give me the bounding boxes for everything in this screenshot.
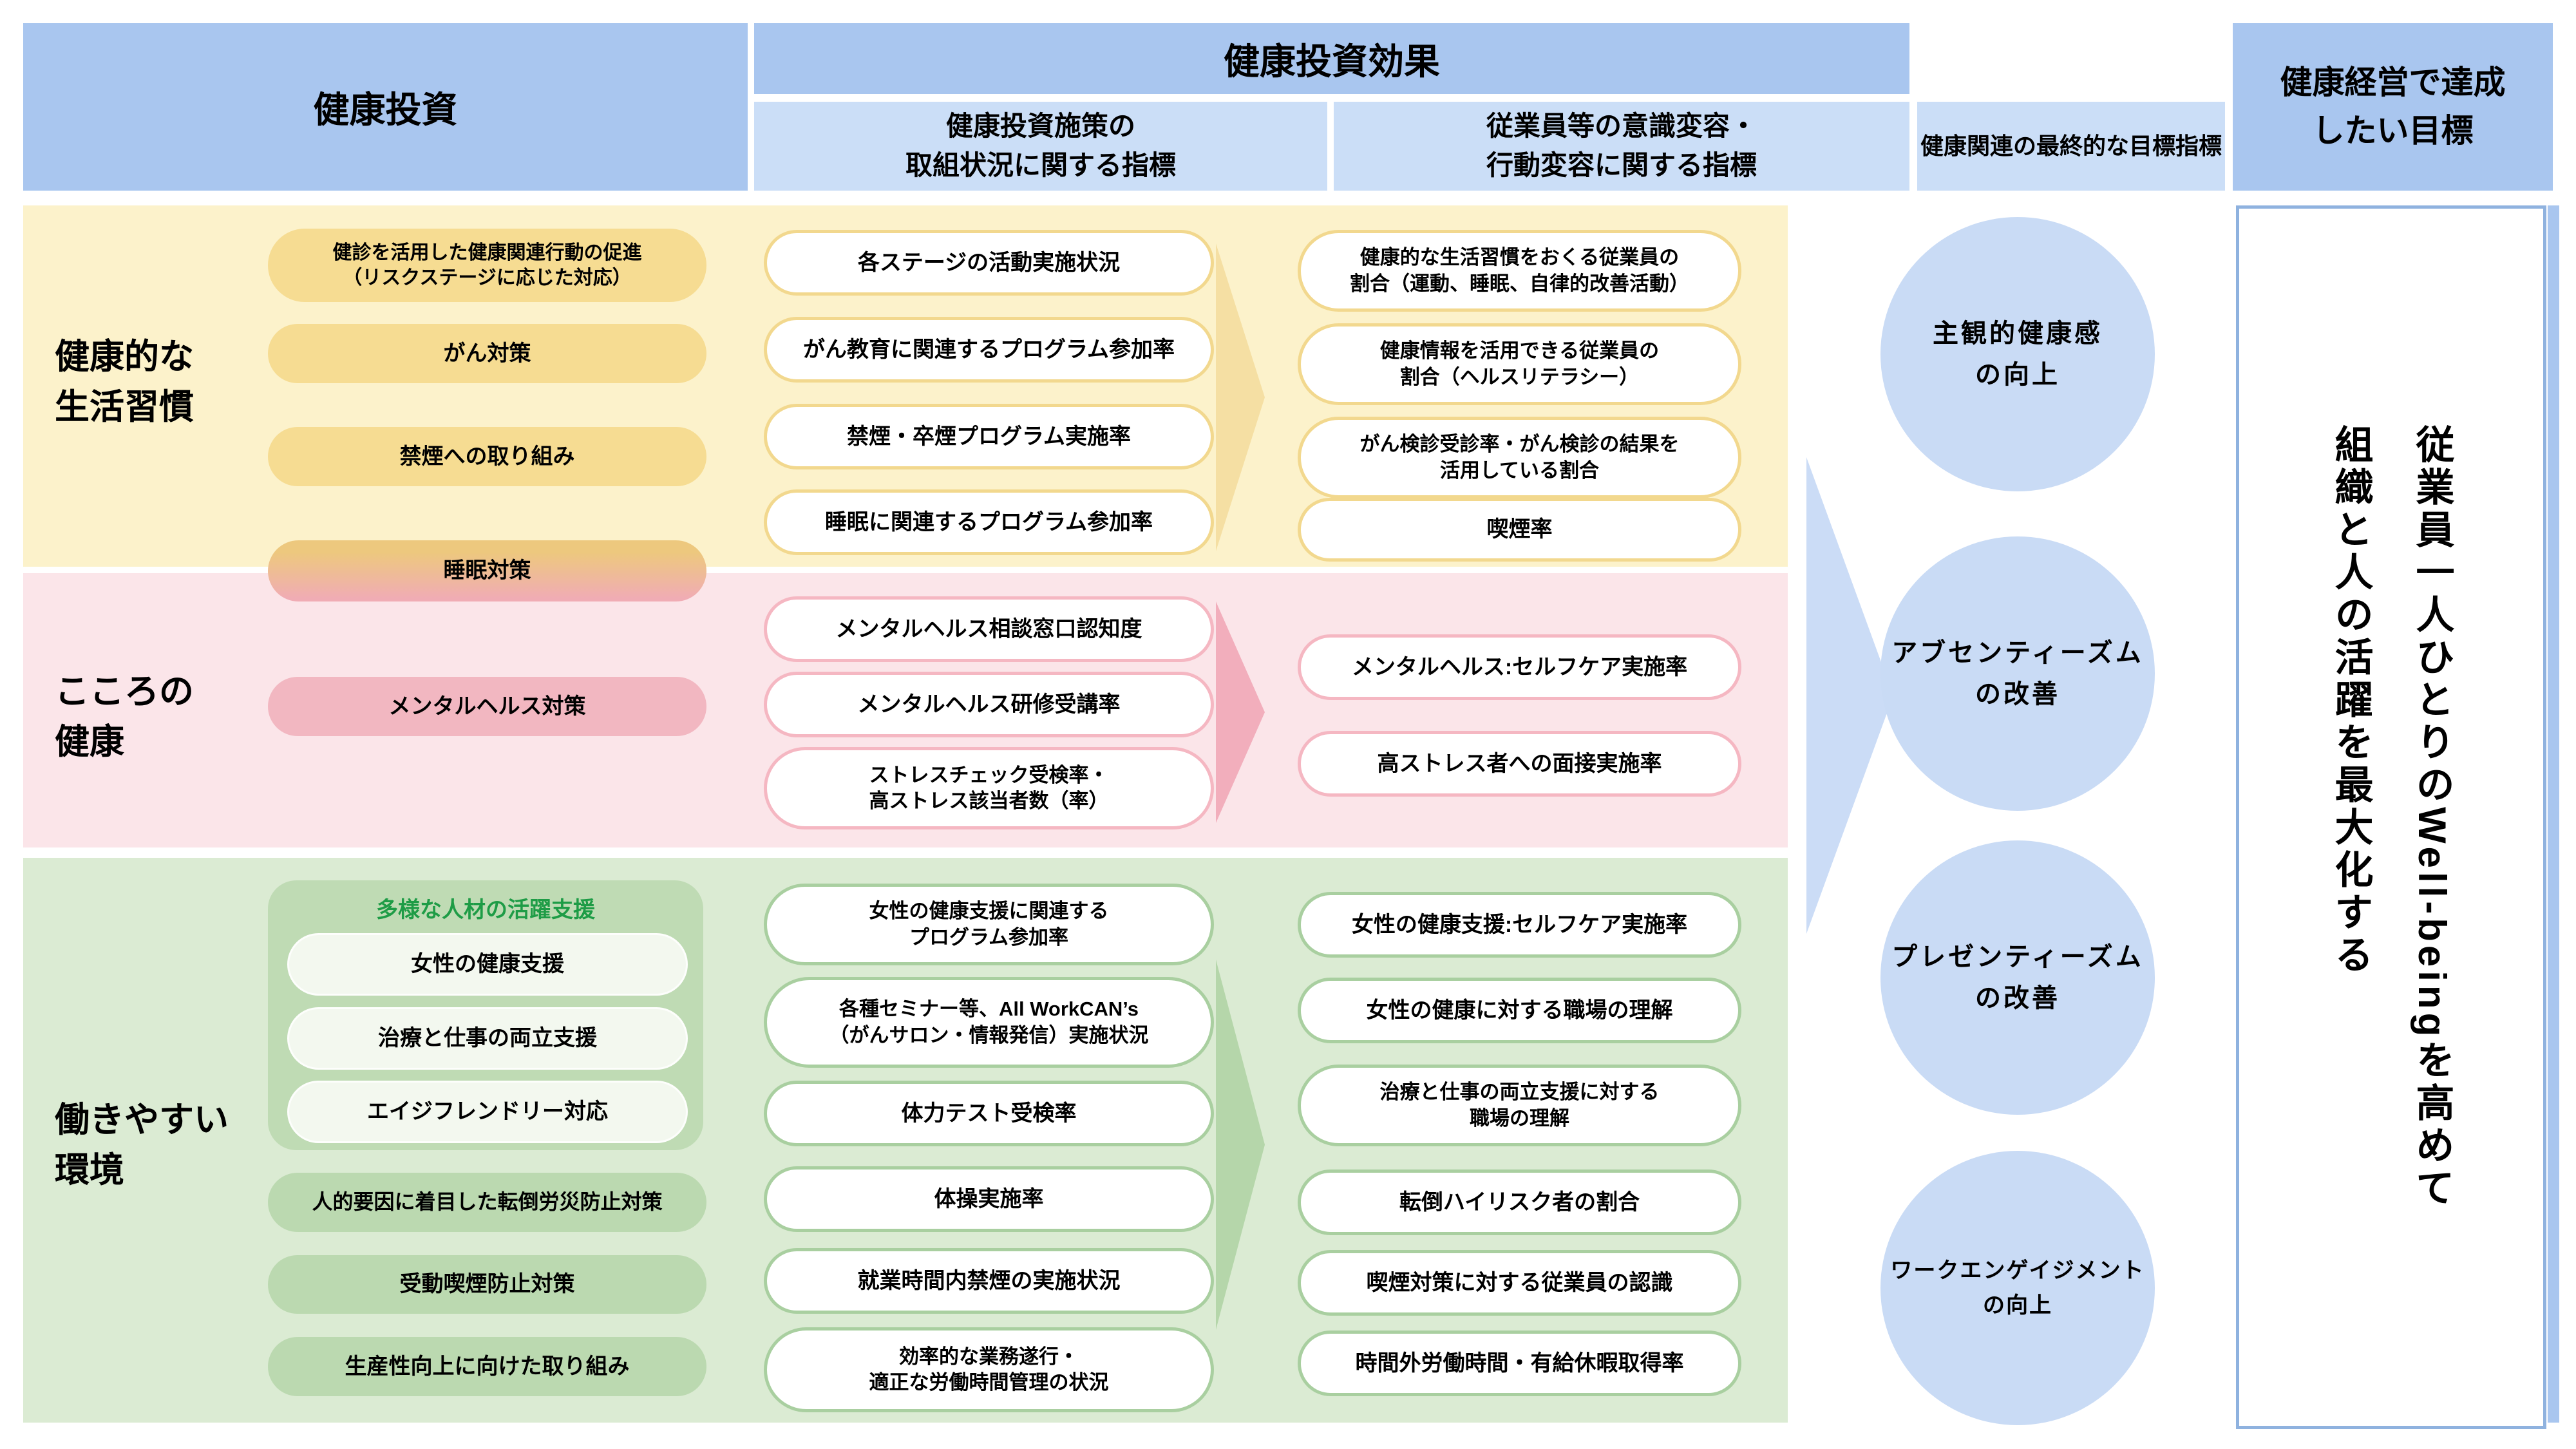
outcome-pill-smoking-awareness: 喫煙対策に対する従業員の認識 (1298, 1250, 1741, 1316)
outcome-pill-cancer-screening: がん検診受診率・がん検診の結果を 活用している割合 (1298, 417, 1741, 498)
outcome-pill-overtime-paid-leave: 時間外労働時間・有給休暇取得率 (1298, 1331, 1741, 1396)
process-pill-sleep-program: 睡眠に関連するプログラム参加率 (764, 489, 1214, 555)
header-effect: 健康投資効果 (754, 23, 1909, 94)
group-item-womens-health: 女性の健康支援 (287, 933, 688, 996)
outcome-pill-mental-selfcare: メンタルヘルス:セルフケア実施率 (1298, 634, 1741, 700)
blue-arrow-icon (1806, 457, 1893, 934)
investment-sleep: 睡眠対策 (268, 540, 706, 601)
circle-work-engagement: ワークエンゲイジメント の向上 (1880, 1151, 2155, 1425)
process-pill-seminars: 各種セミナー等、All WorkCAN’s （がんサロン・情報発信）実施状況 (764, 977, 1214, 1068)
investment-cancer: がん対策 (268, 324, 706, 383)
investment-checkup: 健診を活用した健康関連行動の促進 （リスクステージに応じた対応） (268, 229, 706, 302)
header-investment: 健康投資 (23, 23, 748, 191)
process-pill-smoking-program: 禁煙・卒煙プログラム実施率 (764, 404, 1214, 469)
group-item-treatment-work-balance: 治療と仕事の両立支援 (287, 1007, 688, 1070)
process-pill-stress-check: ストレスチェック受検率・ 高ストレス該当者数（率） (764, 747, 1214, 829)
outcome-pill-high-stress-interview: 高ストレス者への面接実施率 (1298, 731, 1741, 797)
goal-box: 従業員一人ひとりのWell-beingを高めて 組織と人の活躍を最大化する (2236, 205, 2546, 1429)
header-behavior-indicator: 従業員等の意識変容・ 行動変容に関する指標 (1334, 102, 1909, 191)
header-final-indicator: 健康関連の最終的な目標指標 (1917, 102, 2225, 191)
process-pill-fitness-test: 体力テスト受検率 (764, 1081, 1214, 1146)
outcome-pill-health-literacy: 健康情報を活用できる従業員の 割合（ヘルスリテラシー） (1298, 323, 1741, 405)
investment-fall-prevention: 人的要因に着目した転倒労災防止対策 (268, 1173, 706, 1232)
label-work-environment: 働きやすい 環境 (55, 1101, 229, 1190)
outcome-pill-healthy-habits-ratio: 健康的な生活習慣をおくる従業員の 割合（運動、睡眠、自律的改善活動） (1298, 230, 1741, 312)
process-pill-work-time-management: 効率的な業務遂行・ 適正な労働時間管理の状況 (764, 1327, 1214, 1412)
circle-subjective-health: 主観的健康感 の向上 (1880, 217, 2155, 491)
group-item-age-friendly: エイジフレンドリー対応 (287, 1081, 688, 1143)
outcome-pill-womens-selfcare: 女性の健康支援:セルフケア実施率 (1298, 892, 1741, 958)
diverse-talent-group-title: 多様な人材の活躍支援 (376, 898, 595, 922)
goal-accent-bar (2548, 205, 2559, 1423)
process-pill-no-smoking-hours: 就業時間内禁煙の実施状況 (764, 1248, 1214, 1314)
goal-text: 従業員一人ひとりのWell-beingを高めて 組織と人の活躍を最大化する (2329, 424, 2454, 1211)
process-pill-womens-program: 女性の健康支援に関連する プログラム参加率 (764, 884, 1214, 965)
label-healthy-lifestyle: 健康的な 生活習慣 (55, 337, 194, 427)
circle-absenteeism: アブセンティーズム の改善 (1880, 536, 2155, 811)
circle-presenteeism: プレゼンティーズム の改善 (1880, 840, 2155, 1115)
process-pill-exercise: 体操実施率 (764, 1166, 1214, 1232)
outcome-pill-womens-health-understanding: 女性の健康に対する職場の理解 (1298, 978, 1741, 1043)
investment-productivity: 生産性向上に向けた取り組み (268, 1337, 706, 1396)
investment-passive-smoking: 受動喫煙防止対策 (268, 1255, 706, 1314)
outcome-pill-fall-risk-ratio: 転倒ハイリスク者の割合 (1298, 1170, 1741, 1235)
process-pill-mental-training: メンタルヘルス研修受講率 (764, 672, 1214, 737)
process-pill-stage-activity: 各ステージの活動実施状況 (764, 230, 1214, 296)
label-mental-health: こころの 健康 (55, 672, 194, 762)
process-pill-cancer-education: がん教育に関連するプログラム参加率 (764, 317, 1214, 383)
header-process-indicator: 健康投資施策の 取組状況に関する指標 (754, 102, 1327, 191)
outcome-pill-smoking-rate: 喫煙率 (1298, 498, 1741, 562)
investment-smoking-cessation: 禁煙への取り組み (268, 427, 706, 486)
investment-mental-health: メンタルヘルス対策 (268, 677, 706, 736)
header-goal: 健康経営で達成 したい目標 (2233, 23, 2553, 191)
process-pill-consultation-awareness: メンタルヘルス相談窓口認知度 (764, 596, 1214, 662)
outcome-pill-balance-understanding: 治療と仕事の両立支援に対する 職場の理解 (1298, 1065, 1741, 1146)
